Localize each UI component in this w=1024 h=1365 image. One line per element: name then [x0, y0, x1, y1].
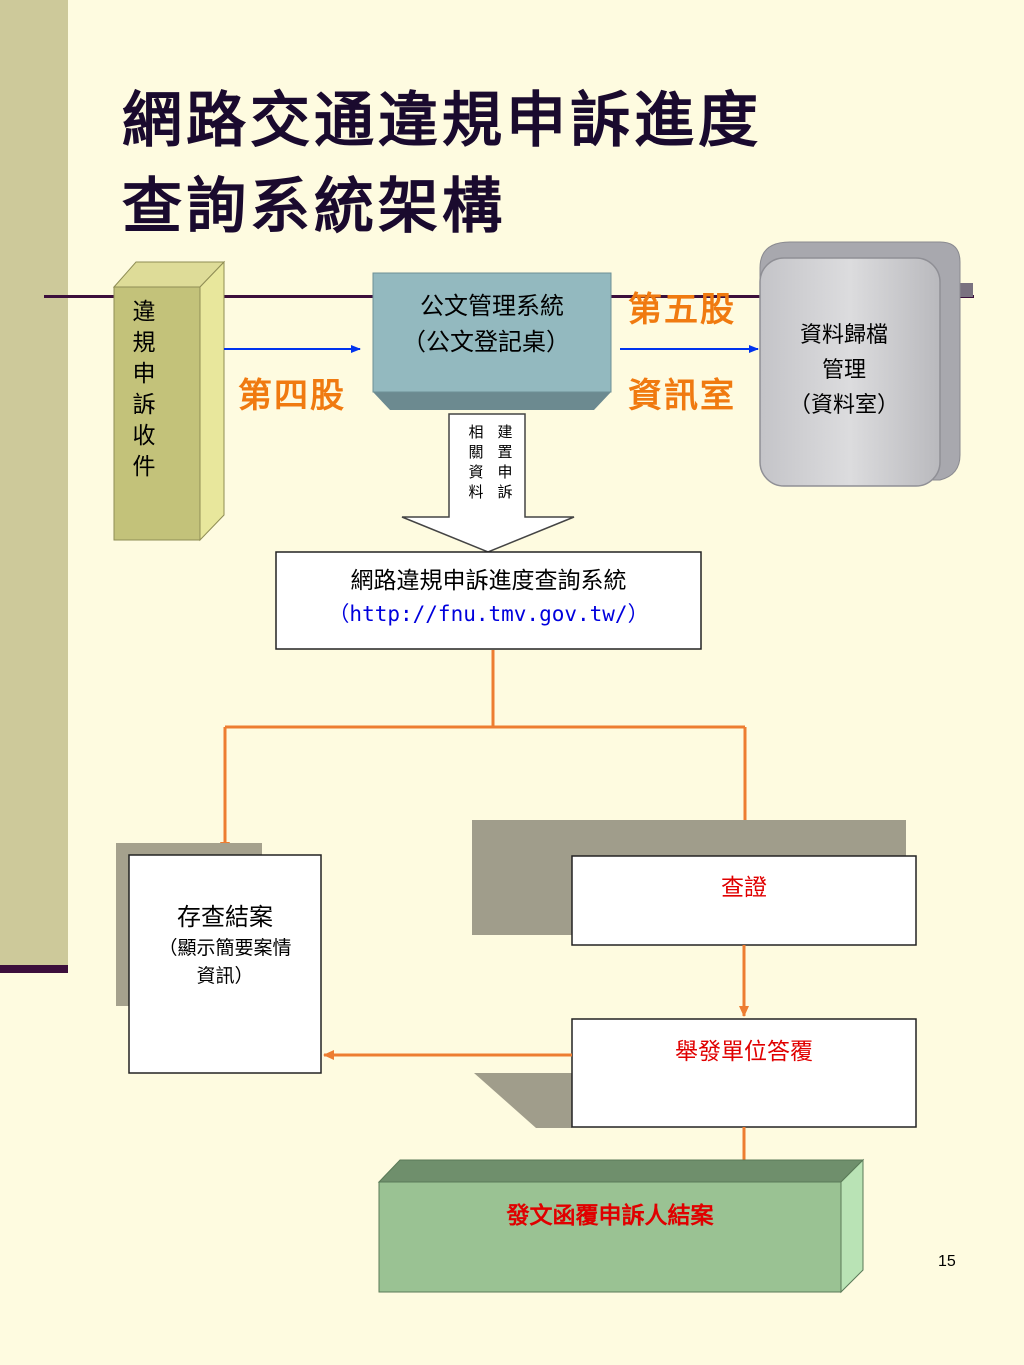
query-system-url[interactable]: （http://fnu.tmv.gov.tw/）: [328, 602, 649, 626]
reply-box: [571, 1018, 917, 1128]
archive-line3: （資料室）: [788, 393, 899, 418]
save-case-label: 存查結案 （顯示簡要案情 資訊）: [129, 900, 321, 990]
intake-char: 件: [132, 454, 156, 480]
archive-label: 資料歸檔 管理 （資料室）: [766, 318, 922, 423]
section5-label: 第五股: [628, 290, 736, 330]
page-title-line2: 查詢系統架構: [122, 172, 506, 242]
query-system-box: [275, 551, 702, 650]
arrow-label-col1: 建 置 申 訴: [494, 422, 516, 502]
doc-system-box: [372, 272, 612, 410]
save-case-sub1: （顯示簡要案情: [158, 937, 292, 959]
intake-label: 違 規 申 訴 收 件: [126, 297, 162, 483]
page-title-line1: 網路交通違規申訴進度: [122, 86, 762, 156]
save-case-box: [128, 854, 322, 1074]
save-case-sub2: 資訊）: [196, 965, 254, 987]
save-case-title: 存查結案: [177, 903, 273, 931]
query-system-label: 網路違規申訴進度查詢系統 （http://fnu.tmv.gov.tw/）: [276, 565, 701, 631]
doc-system-label: 公文管理系統 （公文登記桌）: [373, 288, 611, 360]
archive-box: [759, 241, 961, 487]
arrow-char: 訴: [497, 483, 513, 501]
reply-box-shadow: [474, 1073, 572, 1128]
build-data-arrow: [401, 413, 575, 553]
final-label: 發文函覆申訴人結案: [506, 1202, 714, 1229]
intake-char: 收: [132, 423, 156, 449]
arrow-char: 建: [497, 423, 513, 441]
final-box: [377, 1158, 865, 1294]
arrow-char: 資: [468, 463, 484, 481]
intake-char: 申: [132, 361, 156, 387]
arrow-char: 相: [468, 423, 484, 441]
sidebar-strip: [0, 0, 68, 972]
doc-system-name: 公文管理系統: [420, 292, 564, 320]
intake-box: [112, 260, 226, 542]
verify-label: 查證: [721, 875, 767, 901]
arrow-char: 置: [497, 443, 513, 461]
archive-line2: 管理: [821, 358, 866, 383]
arrow-char: 申: [497, 463, 513, 481]
doc-system-sub: （公文登記桌）: [402, 328, 570, 356]
info-office-label: 資訊室: [628, 376, 736, 416]
intake-char: 違: [132, 299, 156, 325]
arrow-char: 料: [468, 483, 484, 501]
intake-char: 規: [132, 330, 156, 356]
intake-char: 訴: [132, 392, 156, 418]
sidebar-rule: [0, 965, 68, 973]
section4-label: 第四股: [238, 376, 346, 416]
verify-box: [571, 855, 917, 946]
query-system-name: 網路違規申訴進度查詢系統: [350, 568, 627, 594]
reply-label: 舉發單位答覆: [675, 1039, 813, 1065]
archive-line1: 資料歸檔: [799, 323, 888, 348]
arrow-label-col2: 相 關 資 料: [465, 422, 487, 502]
page-number: 15: [938, 1253, 956, 1270]
arrow-char: 關: [468, 443, 484, 461]
